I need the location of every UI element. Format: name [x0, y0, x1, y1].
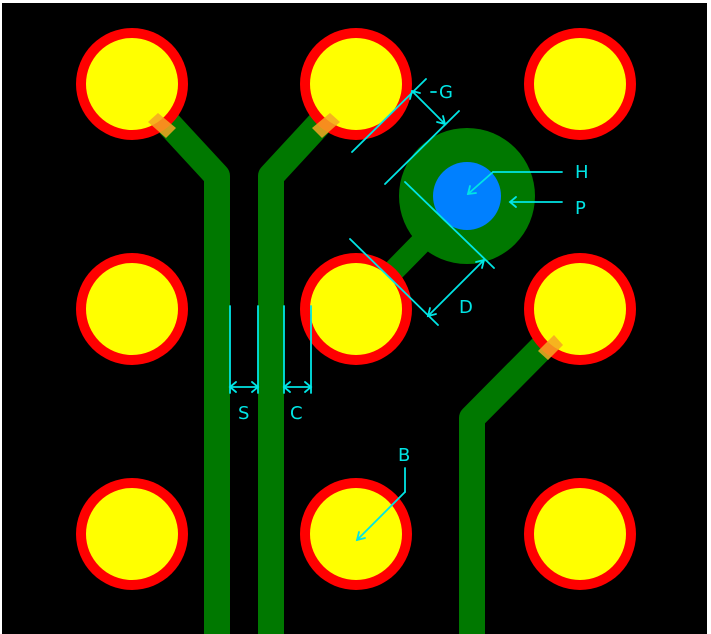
label-h: H [575, 162, 589, 183]
label-p: P [575, 198, 586, 219]
pointer-h [466, 171, 563, 196]
pad-r1c2 [300, 28, 412, 140]
label-g: G [439, 82, 453, 103]
dimension-c [282, 305, 313, 394]
label-c: C [290, 403, 303, 424]
dimension-d [349, 181, 495, 326]
dimension-g [351, 78, 460, 185]
pad-r1c1 [76, 28, 188, 140]
pad-r2c1 [76, 253, 188, 365]
label-d: D [459, 297, 473, 318]
trace-ring-overlap [148, 113, 563, 360]
pointer-b [355, 467, 406, 542]
annotations [228, 78, 563, 542]
pad-r3c1 [76, 478, 188, 590]
pads [76, 28, 636, 590]
pointer-p [508, 196, 563, 208]
pad-r3c2 [300, 478, 412, 590]
pad-r3c3 [524, 478, 636, 590]
label-s: S [238, 403, 249, 424]
pad-r2c2 [300, 253, 412, 365]
pad-r1c3 [524, 28, 636, 140]
label-b: B [398, 445, 410, 466]
dimension-s [228, 305, 260, 394]
